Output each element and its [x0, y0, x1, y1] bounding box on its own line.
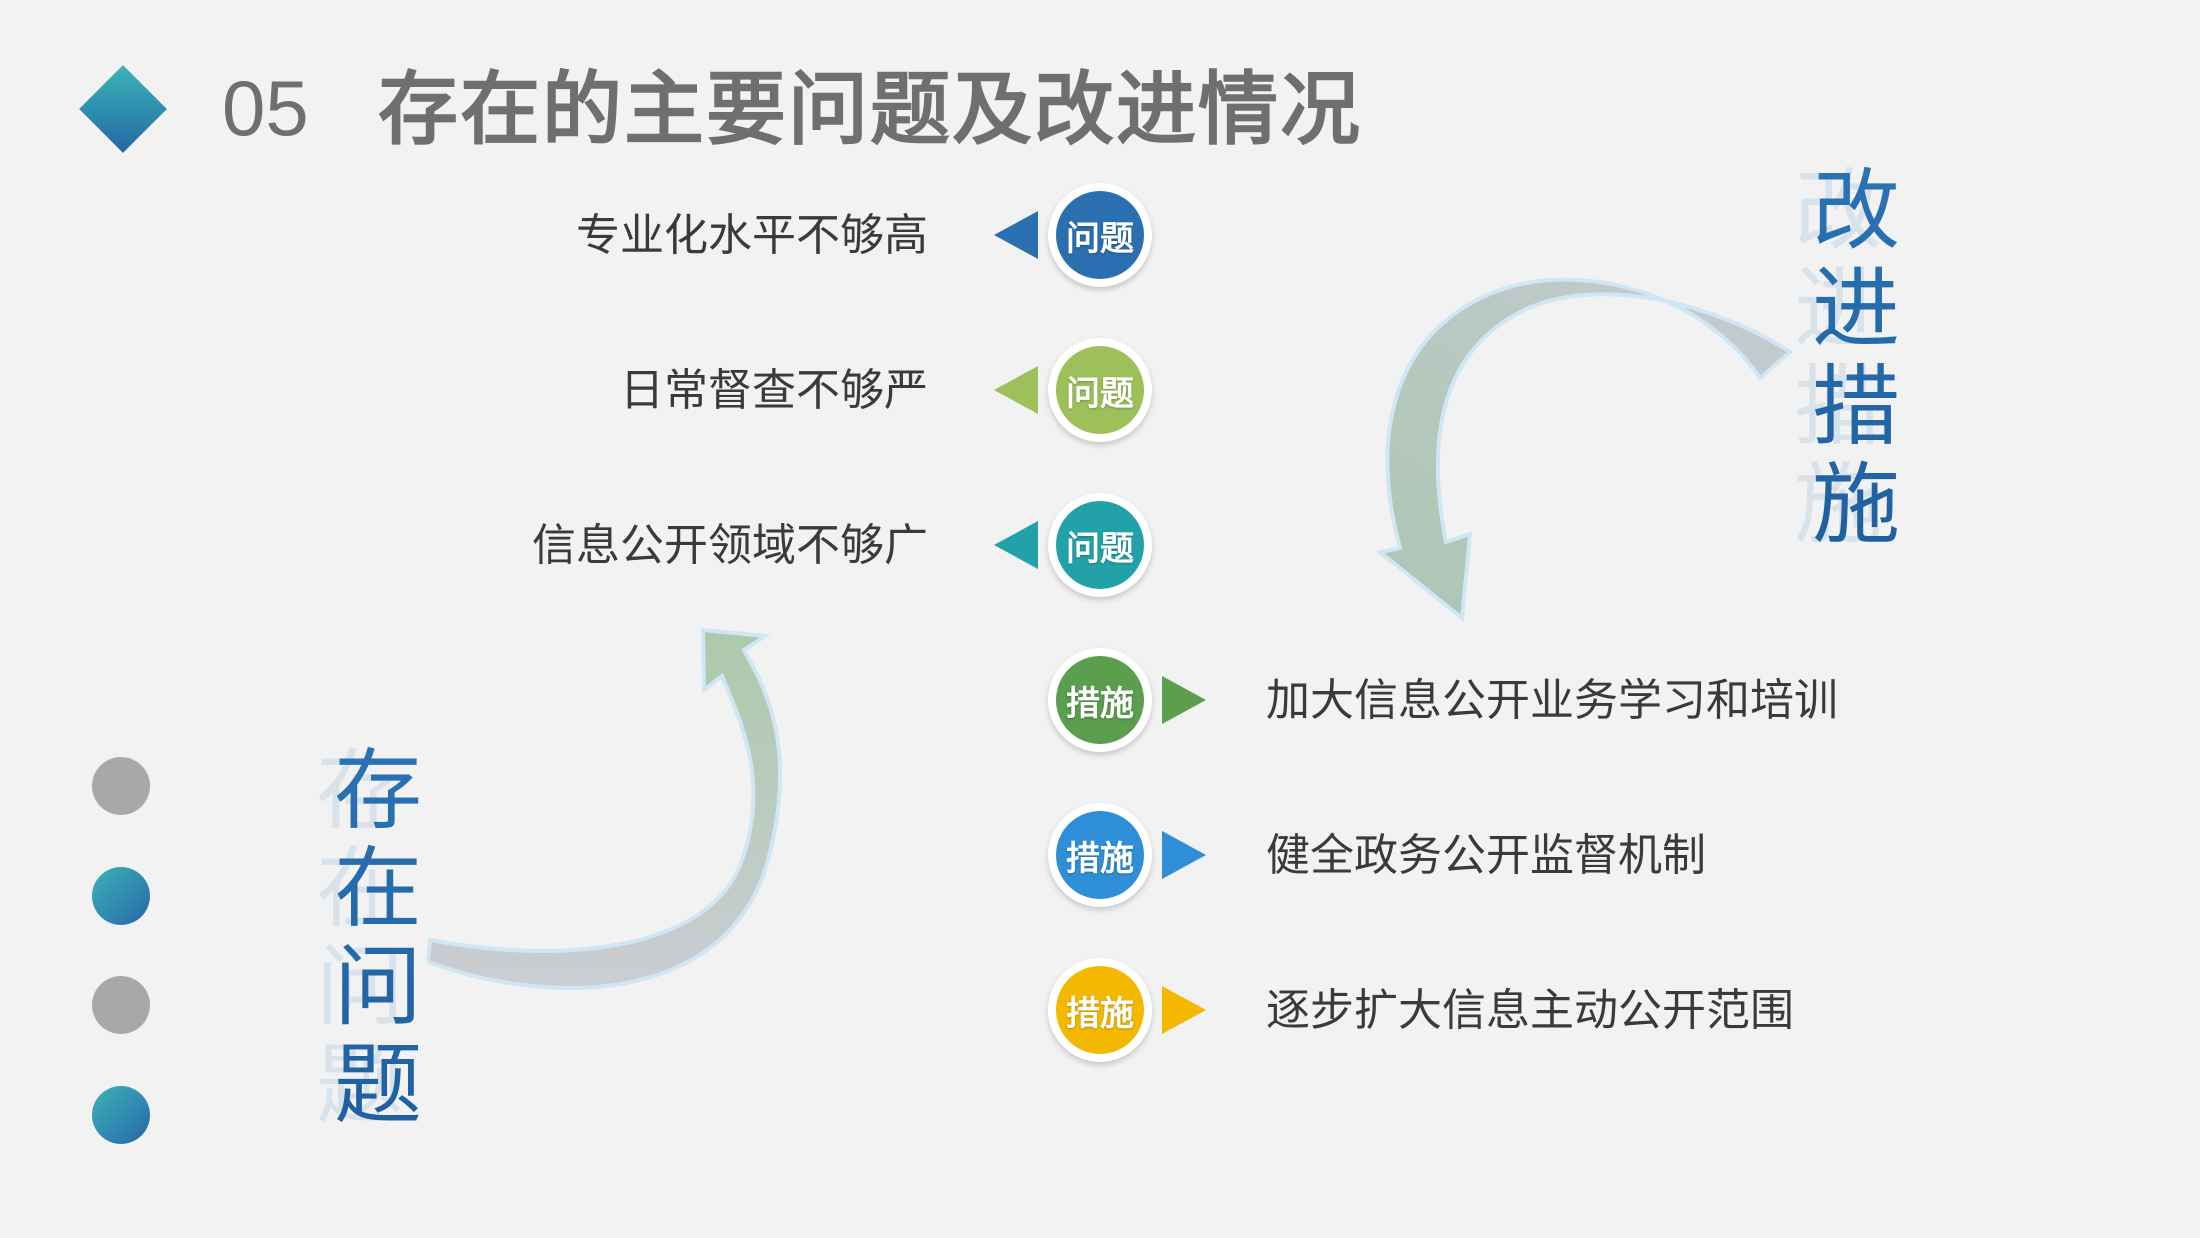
measure-text: 加大信息公开业务学习和培训: [1266, 675, 1838, 726]
left-label-shadow: 存 在 问 题: [316, 742, 404, 1134]
triangle-left-icon: [994, 366, 1038, 414]
measure-badge: 措施: [1048, 648, 1152, 752]
problem-text: 专业化水平不够高: [576, 210, 928, 261]
problem-badge-label: 问题: [1056, 346, 1144, 434]
section-number: 05: [222, 64, 309, 152]
problem-badge-label: 问题: [1056, 191, 1144, 279]
problem-badge-label: 问题: [1056, 501, 1144, 589]
triangle-right-icon: [1162, 831, 1206, 879]
measure-text: 逐步扩大信息主动公开范围: [1266, 985, 1794, 1036]
triangle-left-icon: [994, 211, 1038, 259]
problem-badge: 问题: [1048, 493, 1152, 597]
bullet-dot-icon: [92, 1086, 150, 1144]
bullet-dot-icon: [92, 976, 150, 1034]
problem-badge: 问题: [1048, 338, 1152, 442]
right-vertical-label: 改 进 措 施: [1812, 159, 1901, 556]
triangle-left-icon: [994, 521, 1038, 569]
measure-badge: 措施: [1048, 958, 1152, 1062]
problem-text: 信息公开领域不够广: [532, 520, 928, 571]
measure-badge-label: 措施: [1056, 966, 1144, 1054]
triangle-right-icon: [1162, 986, 1206, 1034]
right-label-shadow: 改 进 措 施: [1794, 162, 1882, 554]
triangle-right-icon: [1162, 676, 1206, 724]
measure-badge-label: 措施: [1056, 656, 1144, 744]
page-title: 存在的主要问题及改进情况: [378, 63, 1362, 156]
measure-badge: 措施: [1048, 803, 1152, 907]
measure-badge-label: 措施: [1056, 811, 1144, 899]
bullet-dot-icon: [92, 757, 150, 815]
left-vertical-label: 存 在 问 题: [334, 739, 423, 1136]
problem-text: 日常督查不够严: [620, 365, 928, 416]
measure-text: 健全政务公开监督机制: [1266, 830, 1706, 881]
problem-badge: 问题: [1048, 183, 1152, 287]
bullet-dot-icon: [92, 867, 150, 925]
